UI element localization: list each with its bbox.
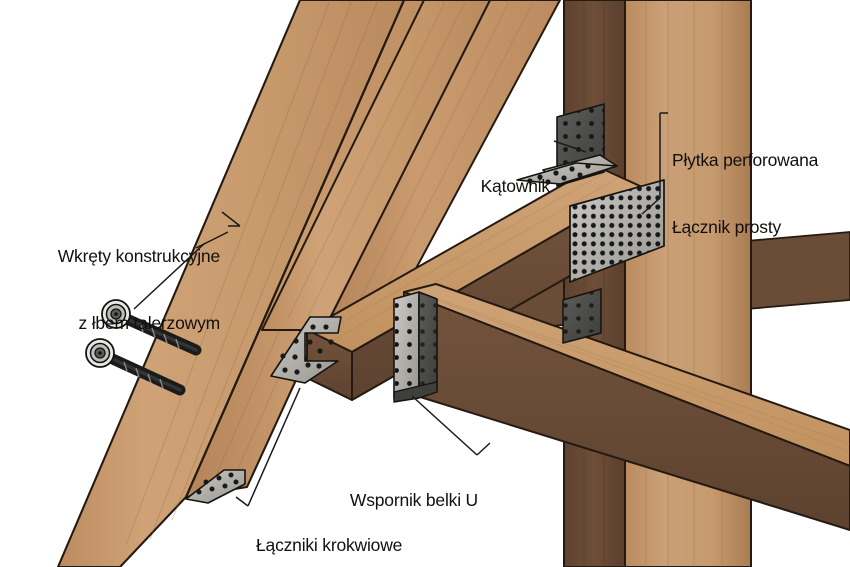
leader-screws-1 [221, 211, 241, 227]
label-u-beam-hanger: Wspornik belki U [300, 444, 478, 556]
label-angle-bracket: Kątownik [380, 130, 551, 242]
leader-krokwiowe-tick [235, 496, 249, 507]
leader-katownik [553, 140, 587, 153]
leader-krokwiowe-stem [247, 387, 301, 507]
leader-wspornik-tick [476, 442, 491, 456]
label-angle-bracket-line1: Kątownik [480, 175, 551, 196]
label-structural-screws-line1: Wkręty konstrukcyjne [57, 245, 220, 266]
label-rafter-connectors-line1: Łączniki krokwiowe [256, 534, 403, 555]
label-structural-screws-line2: z łbem talerzowym [78, 312, 221, 333]
label-rafter-connectors: Łączniki krokwiowe [256, 489, 486, 567]
u-beam-hanger [393, 291, 438, 403]
leader-plytka-end [641, 197, 661, 215]
lower-straight-connector [562, 288, 602, 344]
perforated-plate [569, 179, 665, 283]
leader-lines [133, 112, 668, 507]
label-u-beam-hanger-line1: Wspornik belki U [349, 489, 478, 510]
label-perforated-plate-line2: Łącznik prosty [672, 216, 782, 237]
leader-screws-2 [195, 231, 229, 249]
rafter-connector-upper [270, 316, 342, 384]
label-perforated-plate-line1: Płytka perforowana [672, 149, 819, 170]
leader-screws-3 [133, 242, 206, 310]
structural-screw-upper [101, 299, 202, 356]
label-perforated-plate: Płytka perforowana Łącznik prosty [672, 104, 850, 283]
leader-wspornik-stem [411, 395, 478, 456]
label-structural-screws: Wkręty konstrukcyjne z łbem talerzowym [10, 200, 220, 379]
rafter-connector-lower [185, 469, 246, 504]
structural-screw-lower [85, 338, 186, 396]
angle-bracket [516, 103, 618, 187]
